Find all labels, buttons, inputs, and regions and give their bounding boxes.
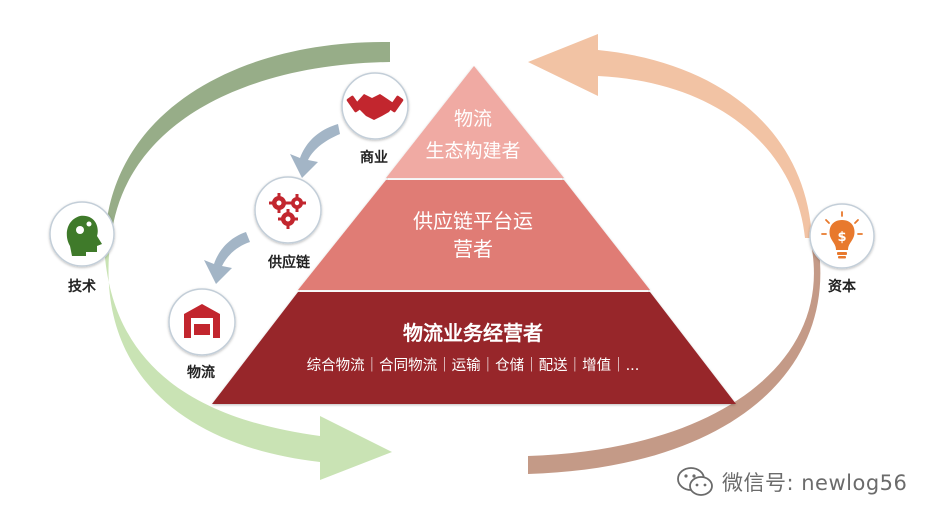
node-supply-chain: 供应链: [254, 176, 322, 271]
middle-tier-line2: 营者: [453, 237, 493, 261]
left-lower-arrow: [104, 244, 392, 480]
node-technology: 技术: [49, 201, 115, 295]
watermark-text: 微信号: newlog56: [722, 471, 908, 495]
warehouse-boxes: [194, 324, 210, 335]
node-capital-label: 资本: [828, 278, 857, 295]
pyramid-top-tier: [386, 66, 564, 178]
gear-hole: [86, 221, 92, 227]
top-tier-line2: 生态构建者: [425, 140, 520, 162]
arrow-commerce-to-supply-chain: [290, 124, 340, 178]
node-capital: $ 资本: [809, 203, 875, 295]
node-supply-chain-label: 供应链: [267, 254, 311, 271]
node-commerce-label: 商业: [360, 149, 388, 166]
pyramid-middle-tier: [298, 180, 650, 290]
arrow-supply-chain-to-logistics: [204, 232, 250, 284]
lightbulb-dollar-icon: [821, 211, 863, 259]
dollar-sign-icon: $: [837, 230, 846, 245]
bottom-tier-subtitle: 综合物流｜合同物流｜运输｜仓储｜配送｜增值｜...: [307, 357, 640, 374]
watermark: 微信号: newlog56: [676, 462, 907, 502]
bottom-tier-title: 物流业务经营者: [403, 321, 543, 345]
right-upper-arrow: [528, 34, 812, 238]
gear-hole: [76, 226, 84, 234]
node-commerce: 商业: [341, 72, 409, 166]
brain-gears-icon: [66, 215, 102, 256]
handshake-icon: [346, 94, 404, 120]
wechat-icon: [677, 467, 713, 496]
middle-tier-line1: 供应链平台运: [413, 209, 533, 233]
pyramid: [212, 66, 736, 404]
left-upper-arrow: [105, 41, 390, 238]
pyramid-bottom-tier: [212, 292, 736, 404]
gears-icon: [269, 193, 306, 229]
node-logistics-label: 物流: [187, 364, 215, 381]
node-logistics: 物流: [168, 288, 236, 381]
top-tier-line1: 物流: [454, 108, 492, 130]
node-technology-label: 技术: [68, 278, 96, 295]
